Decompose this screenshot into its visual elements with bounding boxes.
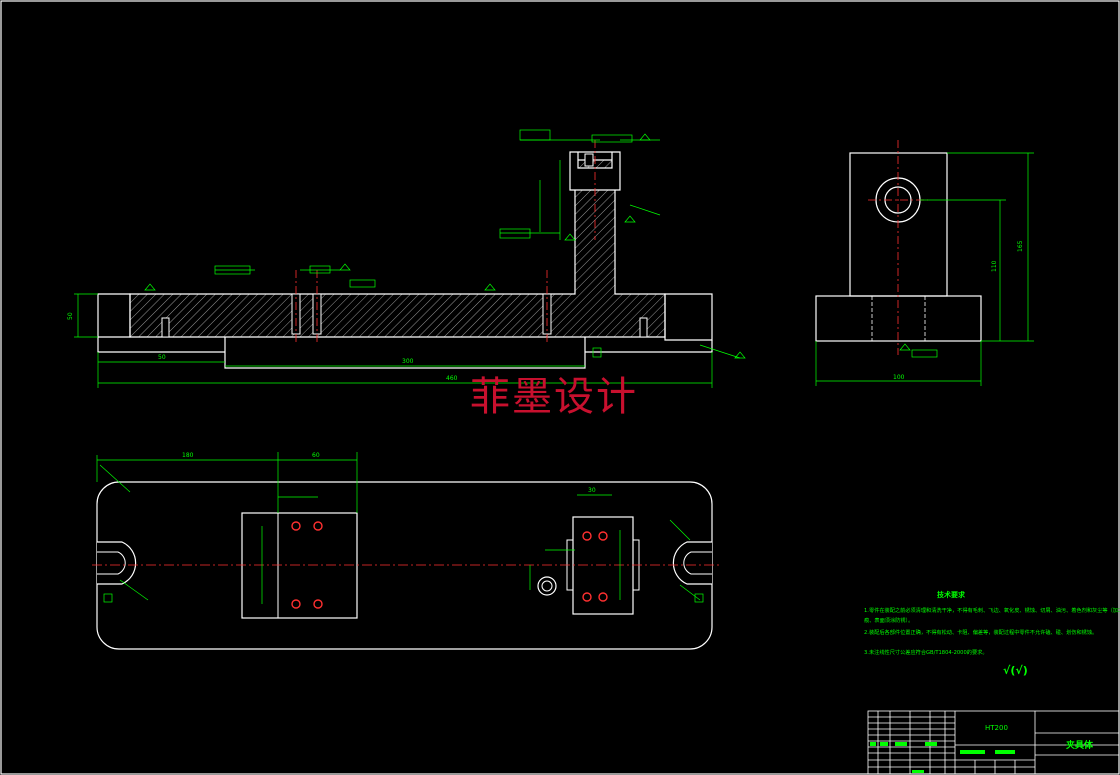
tech-req-title: 技术要求 — [937, 590, 966, 599]
front-callouts — [144, 129, 746, 359]
tech-req-line-1: 1.零件在装配之前必须清理和清洗干净，不得有毛刺、飞边、氧化皮、锈蚀、切屑、油污… — [864, 606, 1120, 614]
base-hole-left — [161, 317, 170, 338]
title-block-fills — [870, 742, 1015, 773]
title-block-drawing-name: 夹具体 — [1066, 739, 1094, 751]
top-dim-center: 30 — [588, 487, 596, 494]
top-slot-right — [672, 541, 712, 585]
side-dim-width: 100 — [893, 374, 905, 381]
bolt-hole-2 — [313, 521, 323, 531]
top-slot-right-inner — [683, 551, 712, 575]
side-base — [815, 295, 982, 342]
side-upright — [849, 152, 948, 297]
technical-requirements: 技术要求 1.零件在装配之前必须清理和清洗干净，不得有毛刺、飞边、氧化皮、锈蚀、… — [864, 590, 1120, 677]
side-base-inner — [871, 296, 926, 341]
bolt-hole-5 — [582, 531, 592, 541]
watermark: 菲墨设计 — [470, 374, 638, 420]
bolt-hole-4 — [313, 599, 323, 609]
top-slot-left-inner — [97, 551, 126, 575]
front-dim-left: 50 — [158, 354, 166, 361]
top-view: 180 60 30 — [92, 452, 720, 650]
top-dimensions — [96, 452, 704, 604]
front-section-view: 460 300 50 50 — [67, 129, 746, 388]
side-view: 100 165 110 — [815, 140, 1034, 386]
top-dim-b: 60 — [312, 452, 320, 459]
tech-req-line-4: 3.未注线性尺寸公差应符合GB/T1804-2000的要求。 — [864, 648, 988, 656]
roughness-symbol: √(√) — [1003, 664, 1028, 677]
bolt-hole-6 — [598, 531, 608, 541]
front-left-end — [97, 293, 131, 338]
front-dim-inner: 300 — [402, 358, 414, 365]
tech-req-line-3: 2.装配后各部件位置正确，不得有松动、卡阻、偏差等，装配过程中零件不允许磕、碰、… — [864, 628, 1097, 636]
tech-req-line-2: 痕、表面须涂防锈）。 — [864, 616, 913, 624]
top-block-right — [572, 516, 634, 615]
top-slot-left — [97, 541, 137, 585]
side-dim-height-full: 165 — [1017, 240, 1024, 252]
front-right-end — [664, 293, 713, 341]
title-block — [867, 710, 1120, 775]
bolt-hole-7 — [582, 592, 592, 602]
title-block-code: HT200 — [985, 724, 1008, 732]
bolt-hole-3 — [291, 599, 301, 609]
side-dimensions — [815, 152, 1034, 386]
bolt-hole-1 — [291, 521, 301, 531]
bolt-hole-8 — [598, 592, 608, 602]
front-dim-overall: 460 — [446, 375, 458, 382]
top-dim-a: 180 — [182, 452, 194, 459]
top-block-left — [241, 512, 358, 619]
base-hole-end — [639, 317, 648, 338]
side-dim-height-partial: 110 — [991, 260, 998, 272]
front-dim-height: 50 — [67, 312, 74, 320]
locating-pin-inner — [541, 580, 553, 592]
front-dimensions — [74, 139, 741, 388]
column-slot — [584, 153, 594, 167]
locating-pin-outer — [537, 576, 557, 596]
